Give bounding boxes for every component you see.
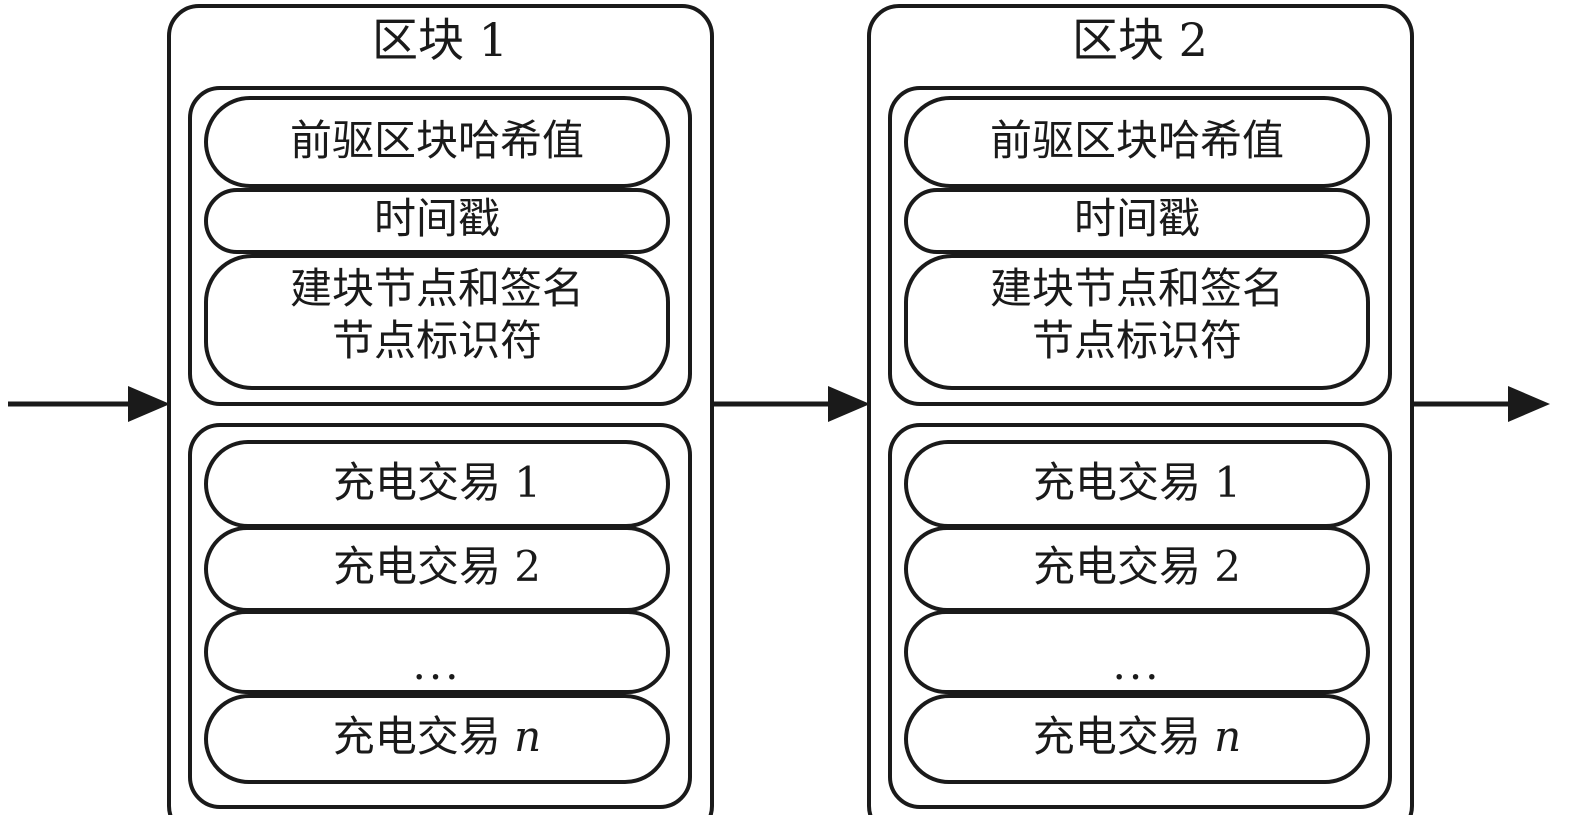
block-1-field-builder-signer-label-line2: 节点标识符: [332, 316, 542, 365]
block-1-tx-2-label: 充电交易 2: [333, 542, 541, 591]
block-1-tx-1-label: 充电交易 1: [333, 458, 541, 507]
block-2-field-builder-signer-label-line2: 节点标识符: [1032, 316, 1242, 365]
block-2-tx-n[interactable]: [904, 694, 1370, 784]
block-2-field-timestamp-label: 时间戳: [1074, 194, 1200, 243]
block-1-field-timestamp[interactable]: [204, 188, 670, 254]
block-1[interactable]: 区块 1 前驱区块哈希值 时间戳 建块节点和签名 节点标识符 充电交易 1 充电…: [167, 4, 714, 815]
arrow-out-head-icon: [1508, 386, 1550, 422]
block-2-field-prev-hash-label: 前驱区块哈希值: [990, 116, 1284, 165]
arrow-between: [712, 386, 870, 422]
block-1-tx-n-label: 充电交易 n: [333, 712, 541, 761]
block-2-title: 区块 2: [1072, 13, 1208, 67]
block-1-tx-n-prefix: 充电交易: [333, 712, 514, 761]
block-2-tx-2-label: 充电交易 2: [1033, 542, 1241, 591]
block-2-field-prev-hash[interactable]: [904, 96, 1370, 188]
arrow-out: [1412, 386, 1550, 422]
block-1-field-builder-signer-label-line1: 建块节点和签名: [290, 264, 584, 313]
block-2-field-builder-signer-label-line1: 建块节点和签名: [990, 264, 1284, 313]
block-1-field-timestamp-label: 时间戳: [374, 194, 500, 243]
block-2-tx-n-index: n: [1214, 712, 1241, 761]
arrow-in-head-icon: [128, 386, 170, 422]
block-2-tx-ellipsis[interactable]: [904, 610, 1370, 694]
block-1-field-prev-hash-label: 前驱区块哈希值: [290, 116, 584, 165]
block-2-field-timestamp[interactable]: [904, 188, 1370, 254]
block-1-field-builder-signer[interactable]: [204, 254, 670, 390]
block-1-tx-ellipsis-label: ...: [412, 640, 461, 689]
block-1-title: 区块 1: [372, 13, 508, 67]
block-1-field-prev-hash[interactable]: [204, 96, 670, 188]
block-2-tx-1-label: 充电交易 1: [1033, 458, 1241, 507]
block-2[interactable]: 区块 2 前驱区块哈希值 时间戳 建块节点和签名 节点标识符 充电交易 1 充电…: [867, 4, 1414, 815]
block-2-field-builder-signer[interactable]: [904, 254, 1370, 390]
arrow-between-head-icon: [828, 386, 870, 422]
block-1-tx-n[interactable]: [204, 694, 670, 784]
block-2-tx-ellipsis-label: ...: [1112, 640, 1161, 689]
block-2-tx-n-prefix: 充电交易: [1033, 712, 1214, 761]
arrow-in: [8, 386, 170, 422]
block-2-tx-n-label: 充电交易 n: [1033, 712, 1241, 761]
block-1-tx-n-index: n: [514, 712, 541, 761]
block-1-tx-ellipsis[interactable]: [204, 610, 670, 694]
